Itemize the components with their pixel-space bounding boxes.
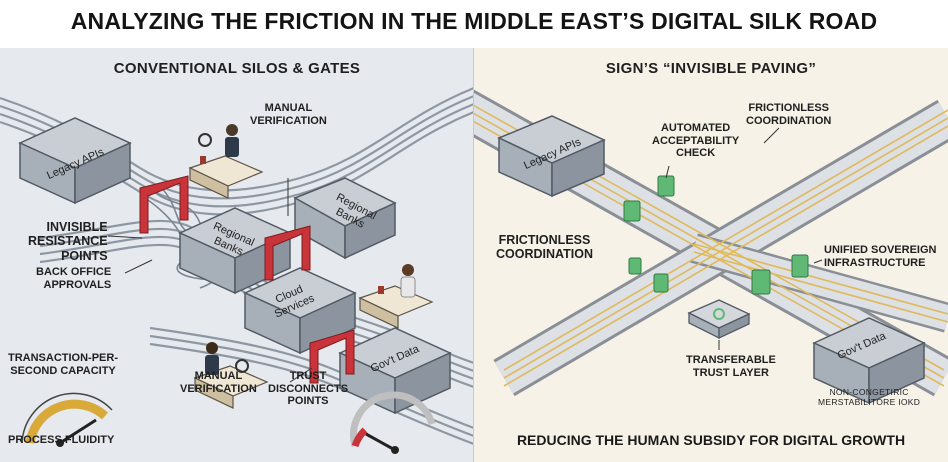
leader-lines bbox=[665, 127, 823, 350]
label-trust-disconnects: TRUST DISCONNECTS POINTS bbox=[268, 370, 349, 408]
block-govt-data bbox=[812, 317, 926, 405]
label-manual-verification-bottom: MANUAL VERIFICATION bbox=[180, 370, 257, 395]
label-unified-sovereign: UNIFIED SOVEREIGN INFRASTRUCTURE bbox=[824, 244, 937, 269]
label-process-fluidity: PROCESS FLUIDITY bbox=[8, 434, 115, 446]
block-legacy-apis bbox=[18, 117, 132, 205]
page-title: ANALYZING THE FRICTION IN THE MIDDLE EAS… bbox=[70, 8, 878, 34]
label-transferable-trust: TRANSFERABLE TRUST LAYER bbox=[686, 354, 776, 379]
red-gate bbox=[139, 175, 189, 234]
red-gate bbox=[264, 225, 311, 281]
label-transaction-capacity: TRANSACTION-PER- SECOND CAPACITY bbox=[8, 352, 118, 377]
conventional-panel: CONVENTIONAL SILOS & GATES bbox=[0, 48, 474, 462]
verification-desk-bottom bbox=[193, 342, 269, 409]
label-frictionless-coordination-top: FRICTIONLESS COORDINATION bbox=[746, 102, 832, 127]
red-gate bbox=[309, 329, 355, 384]
gauge-fluidity bbox=[349, 391, 436, 454]
leader-lines bbox=[107, 178, 313, 383]
label-back-office-approvals: BACK OFFICE APPROVALS bbox=[36, 266, 112, 291]
conventional-diagram bbox=[0, 86, 474, 454]
label-invisible-resistance: INVISIBLE RESISTANCE POINTS bbox=[28, 220, 108, 263]
label-non-congestive: NON-CONGETIRIC MERSTABILITORE IOKD bbox=[818, 387, 921, 407]
verification-desk-right bbox=[358, 264, 434, 329]
label-frictionless-coordination-left: FRICTIONLESS COORDINATION bbox=[496, 233, 593, 262]
block-govt-data bbox=[338, 327, 452, 415]
gauge-throughput bbox=[21, 392, 113, 447]
block-regional-banks-top bbox=[293, 177, 397, 260]
check-node bbox=[623, 175, 809, 295]
verification-desk-top bbox=[188, 124, 264, 199]
trust-layer-chip bbox=[687, 299, 751, 340]
label-automated-check: AUTOMATED ACCEPTABILITY CHECK bbox=[652, 122, 740, 160]
conventional-heading: CONVENTIONAL SILOS & GATES bbox=[113, 60, 361, 77]
label-manual-verification-top: MANUAL VERIFICATION bbox=[250, 102, 327, 127]
invisible-paving-panel: SIGN’S “INVISIBLE PAVING” bbox=[474, 48, 948, 462]
block-legacy-apis bbox=[497, 115, 606, 198]
footer-tagline: REDUCING THE HUMAN SUBSIDY FOR DIGITAL G… bbox=[516, 432, 906, 448]
invisible-paving-diagram bbox=[474, 89, 948, 405]
invisible-paving-heading: SIGN’S “INVISIBLE PAVING” bbox=[605, 60, 817, 77]
